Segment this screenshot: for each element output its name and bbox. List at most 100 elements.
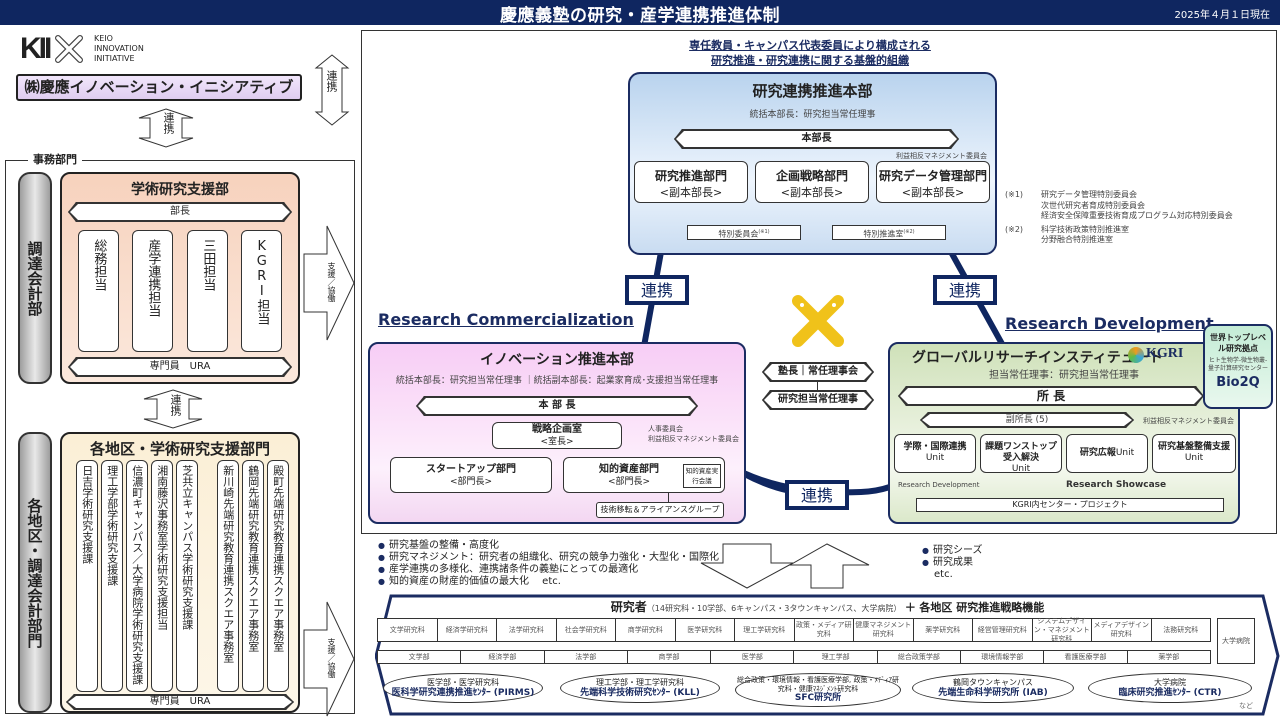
kii-cross-pens-icon <box>55 35 83 63</box>
president-board: 塾長｜常任理事会 <box>762 362 874 382</box>
unit-mita: 三田担当 <box>187 230 228 352</box>
kii-company-box: ㈱慶應イノベーション・イニシアティブ <box>16 74 302 101</box>
regional-unit: 殿町先端研究教育連携スクエア事務室 <box>267 460 289 692</box>
center-pill: 鶴岡タウンキャンパス先端生命科学研究所 (IAB) <box>912 673 1074 703</box>
faculty: 総合政策学部 <box>878 651 962 663</box>
support-arrow-2 <box>303 601 355 717</box>
graduate-schools-row: 文学研究科 経済学研究科 法学研究科 社会学研究科 商学研究科 医学研究科 理工… <box>377 617 1211 643</box>
special-committee: 特別委員会(※1) <box>687 225 801 240</box>
regional-unit: 湘南藤沢事務室学術研究支援担当 <box>151 460 173 692</box>
regional-unit: 芝共立キャンパス学術研究支援課 <box>176 460 198 692</box>
center-connector <box>817 382 818 390</box>
bio2q-box: 世界トップレベル研究拠点 ヒト生物学-微生物叢-量子計算研究センター Bio2Q <box>1203 324 1273 409</box>
kii-link-label: 連携 <box>325 70 338 92</box>
regional-unit: 新川崎先端研究教育連携スクエア事務室 <box>217 460 239 692</box>
vp-research: 研究担当常任理事 <box>762 390 874 410</box>
innovation-title: イノベーション推進本部 <box>480 352 634 368</box>
header-bar: 慶應義塾の研究・産学連携推進体制 2025年４月１日現在 <box>0 0 1280 26</box>
hq-head-bar: 本部長 <box>674 129 959 149</box>
hq-title: 研究連携推進本部 <box>752 82 873 100</box>
innovation-hq: イノベーション推進本部 統括本部長：研究担当常任理事 ｜統括副本部長：起業家育成… <box>368 342 746 524</box>
graduate-school: 経営管理研究科 <box>973 619 1033 641</box>
graduate-school: 商学研究科 <box>616 619 676 641</box>
link-arrow-office-regional <box>143 389 203 429</box>
faculty: 看護医療学部 <box>1044 651 1128 663</box>
up-bullets: 研究シーズ 研究成果 etc. <box>922 545 983 581</box>
graduate-school: 理工学研究科 <box>735 619 795 641</box>
innovation-committees: 人事委員会 利益相反マネジメント委員会 <box>648 425 739 443</box>
regional-unit: 信濃町キャンパス／大学病院学術研究支援課 <box>126 460 148 692</box>
faculty: 経済学部 <box>461 651 545 663</box>
notes: (※1) 研究データ管理特別委員会次世代研究者育成特別委員会経済安全保障重要技術… <box>1005 190 1233 246</box>
link-arrow-kii-office <box>138 108 194 148</box>
graduate-school: 文学研究科 <box>378 619 438 641</box>
commercialization-heading: Research Commercialization <box>378 310 634 329</box>
kgri-title: グローバルリサーチインスティテュート <box>912 350 1163 366</box>
kgri-deputy-bar: 副所長 (5) <box>920 412 1134 428</box>
special-office: 特別推進室(※2) <box>832 225 946 240</box>
as-of-date: 2025年４月１日現在 <box>1174 10 1270 21</box>
staff-bar: 専門員 URA <box>68 357 292 377</box>
kgri-label-dev: Research Development <box>898 481 980 489</box>
kii-logo-text: KEIO INNOVATION INITIATIVE <box>94 34 144 63</box>
graduate-school: 法学研究科 <box>497 619 557 641</box>
faculty: 医学部 <box>711 651 795 663</box>
development-heading: Research Development <box>1005 314 1214 333</box>
regional-unit: 鶴岡先端研究教育連携スクエア事務室 <box>242 460 264 692</box>
procurement-dept: 調達会計部 <box>18 172 52 384</box>
academic-support-title: 学術研究支援部 <box>131 182 229 198</box>
researchers-heading: 研究者（14研究科・10学部、6キャンパス・3タウンキャンパス、大学病院） ＋ … <box>610 600 1045 614</box>
innovation-head-bar: 本 部 長 <box>416 396 698 416</box>
graduate-school: 医学研究科 <box>676 619 735 641</box>
faculty: 環境情報学部 <box>961 651 1045 663</box>
link-label-bottom: 連携 <box>785 480 849 510</box>
kgri: グローバルリサーチインスティテュート KGRI 担当常任理事：研究担当常任理事 … <box>888 342 1240 524</box>
faculty: 文学部 <box>378 651 462 663</box>
division-planning-strategy: 企画戦略部門 <副本部長> <box>755 161 869 203</box>
kgri-globe-icon <box>1128 347 1144 363</box>
note-1: (※1) 研究データ管理特別委員会次世代研究者育成特別委員会経済安全保障重要技術… <box>1005 190 1233 220</box>
main-research-area <box>361 30 1277 534</box>
etc-label: など <box>1239 702 1253 710</box>
kgri-committee: 利益相反マネジメント委員会 <box>1143 417 1234 425</box>
faculty: 薬学部 <box>1158 652 1180 661</box>
link-arrow-kii-main <box>314 54 350 126</box>
faculties-row: 文学部 経済学部 法学部 商学部 医学部 理工学部 総合政策学部 環境情報学部 … <box>377 650 1211 664</box>
head-bar: 部長 <box>68 202 292 222</box>
regional-support-title: 各地区・学術研究支援部門 <box>89 440 270 458</box>
research-collab-hq: 研究連携推進本部 統括本部長：研究担当常任理事 本部長 利益相反マネジメント委員… <box>628 72 997 255</box>
kgri-label-showcase: Research Showcase <box>1066 480 1167 490</box>
down-bullets: 研究基盤の整備・高度化 研究マネジメント：研究者の組織化、研究の競争力強化・大型… <box>378 540 719 588</box>
division-research-data: 研究データ管理部門 <副本部長> <box>876 161 990 203</box>
regional-unit: 理工学部学術研究支援課 <box>101 460 123 692</box>
faculty: 商学部 <box>628 651 712 663</box>
office-section-label: 事務部門 <box>28 151 82 167</box>
page-title: 慶應義塾の研究・産学連携推進体制 <box>500 6 780 26</box>
regional-procurement-dept: 各地区・調達会計部門 <box>18 432 52 713</box>
tech-transfer-group: 技術移転＆アライアンスグループ <box>596 502 724 518</box>
unit-industry-collab: 産学連携担当 <box>132 230 173 352</box>
kgri-projects: KGRI内センター・プロジェクト <box>916 498 1224 512</box>
kii-logo-mark: KII <box>20 32 52 65</box>
faculty: 法学部 <box>545 651 628 663</box>
unit-kgri: KGRI担当 <box>241 230 282 352</box>
kgri-director-bar: 所 長 <box>898 386 1204 406</box>
kgri-logo: KGRI <box>1146 346 1184 361</box>
hq-committee: 利益相反マネジメント委員会 <box>896 152 987 160</box>
graduate-school: 社会学研究科 <box>557 619 616 641</box>
support-arrow-1 <box>303 225 355 341</box>
link-label-right: 連携 <box>933 275 997 305</box>
graduate-school: 政策・メディア研究科 <box>795 619 854 641</box>
center-pill: 大学病院臨床研究推進ｾﾝﾀｰ (CTR) <box>1088 673 1252 703</box>
center-pill: 理工学部・理工学研究科先端科学技術研究ｾﾝﾀｰ (KLL) <box>560 673 720 703</box>
unit-general-affairs: 総務担当 <box>78 230 119 352</box>
kgri-unit: 研究広報Unit <box>1066 434 1148 473</box>
graduate-school: メディアデザイン研究科 <box>1092 619 1152 641</box>
regional-staff-bar: 専門員 URA <box>66 694 294 710</box>
hospital-cell: 大学病院 <box>1217 618 1255 664</box>
support-arrow-2-label: 支援／協働 <box>327 638 336 678</box>
hq-subtitle: 統括本部長：研究担当常任理事 <box>749 110 876 120</box>
